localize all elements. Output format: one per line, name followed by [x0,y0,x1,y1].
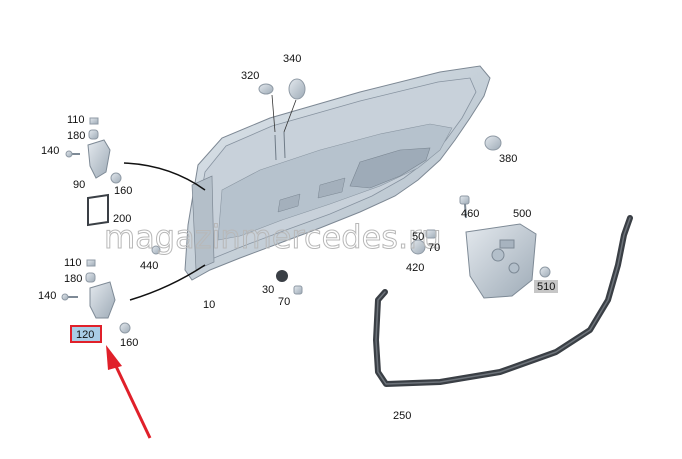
callout-440: 440 [140,260,158,272]
part-70-upper [425,229,437,239]
upper-hinge-group [65,117,206,227]
red-arrow-icon [106,345,152,439]
callout-120: 120 [76,329,94,341]
callout-180-lower: 180 [64,273,82,285]
callout-90: 90 [73,179,85,191]
callout-340: 340 [283,53,301,65]
watermark-text: magazinmercedes.ru [104,218,442,256]
part-510 [539,266,551,278]
plug-380 [484,135,502,151]
callout-140-lower: 140 [38,290,56,302]
door-shell [184,65,491,281]
callout-110-upper: 110 [67,114,85,126]
callout-labels: 110 180 140 90 160 200 440 110 180 140 1… [38,53,555,422]
lock-unit-500 [465,223,537,299]
callout-250: 250 [393,410,411,422]
callout-160-upper: 160 [114,185,132,197]
callout-320: 320 [241,70,259,82]
callout-50: 50 [412,231,424,243]
callout-30: 30 [262,284,274,296]
part-70-lower [293,285,303,295]
callout-140-upper: 140 [41,145,59,157]
gray-box-510 [534,280,558,293]
plug-340 [288,78,306,100]
callout-420: 420 [406,262,424,274]
callout-110-lower: 110 [64,257,82,269]
callout-380: 380 [499,153,517,165]
callout-70-lower: 70 [278,296,290,308]
callout-70-upper: 70 [428,242,440,254]
plug-320 [258,83,274,95]
callout-510: 510 [537,281,555,293]
callout-460: 460 [461,208,479,220]
callout-200: 200 [113,213,131,225]
part-420 [410,239,426,255]
callout-160-lower: 160 [120,337,138,349]
part-30 [276,270,288,282]
part-460 [459,195,470,205]
lower-hinge-group [61,245,206,334]
callout-10: 10 [203,299,215,311]
callout-180-upper: 180 [67,130,85,142]
callout-500: 500 [513,208,531,220]
highlight-box-120 [70,325,102,343]
